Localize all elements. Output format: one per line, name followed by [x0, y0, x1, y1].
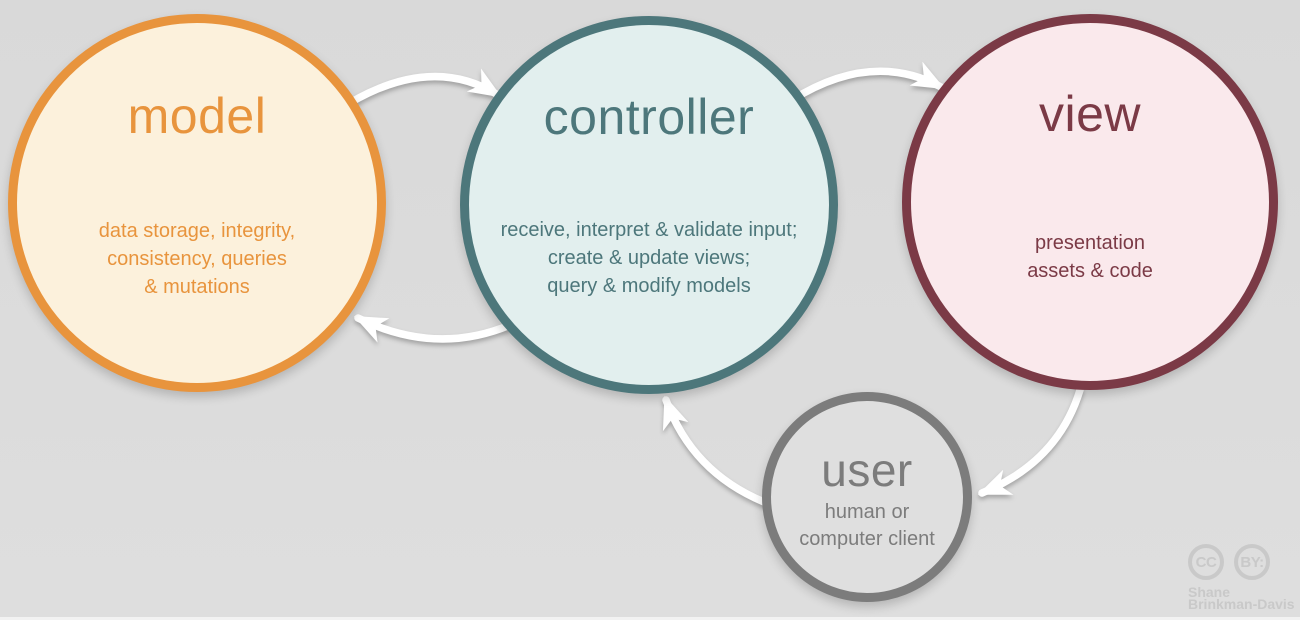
attribution: CC BY: Shane Brinkman-Davis [1188, 544, 1295, 612]
view-description: presentation assets & code [911, 229, 1269, 285]
attribution-name-line: Brinkman-Davis [1188, 596, 1295, 612]
node-controller-circle: controller receive, interpret & validate… [460, 16, 838, 394]
cc-license-icon: CC [1188, 544, 1224, 580]
model-description: data storage, integrity, consistency, qu… [17, 217, 377, 301]
arrow-controller-to-model [353, 314, 514, 343]
view-description-line: assets & code [1027, 260, 1153, 282]
node-user-circle: user human or computer client [762, 392, 972, 602]
node-model-circle: model data storage, integrity, consisten… [8, 14, 386, 392]
license-badges: CC BY: [1188, 544, 1292, 580]
user-description: human or computer client [771, 499, 963, 553]
controller-description-line: receive, interpret & validate input; [500, 219, 798, 241]
arrow-view-to-user [977, 386, 1084, 497]
user-description-line: computer client [799, 528, 935, 550]
model-description-line: data storage, integrity, [98, 220, 296, 242]
controller-description-line: create & update views; [547, 247, 751, 269]
model-title: model [127, 88, 267, 144]
bottom-edge-highlight [0, 617, 1300, 620]
controller-description: receive, interpret & validate input; cre… [469, 216, 829, 300]
attribution-name-line: Shane [1188, 584, 1231, 600]
view-description-line: presentation [1034, 232, 1146, 254]
model-description-line: & mutations [144, 276, 250, 298]
controller-description-line: query & modify models [547, 275, 751, 297]
controller-title: controller [543, 89, 755, 145]
model-description-line: consistency, queries [107, 248, 287, 270]
user-description-line: human or [824, 501, 910, 523]
node-view-circle: view presentation assets & code [902, 14, 1278, 390]
attribution-name: Shane Brinkman-Davis [1188, 584, 1295, 612]
view-title: view [1038, 86, 1142, 142]
cc-by-license-icon: BY: [1234, 544, 1270, 580]
arrow-user-to-controller [662, 395, 768, 506]
user-title: user [821, 444, 913, 496]
